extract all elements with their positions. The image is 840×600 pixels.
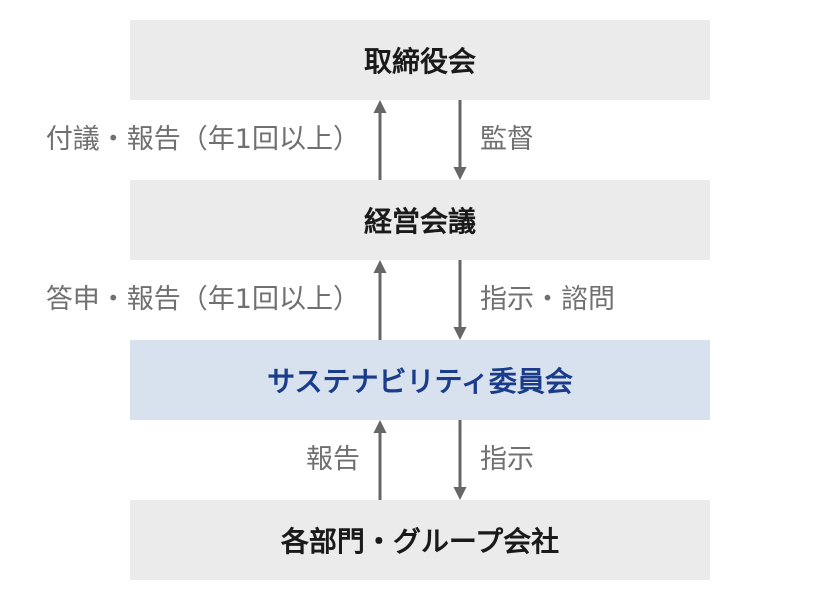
edge-label-mgmt-to-committee: 指示・諮問	[480, 284, 615, 315]
sustainability-committee-label: サステナビリティ委員会	[267, 365, 573, 398]
edge-label-depts-to-committee: 報告	[306, 444, 360, 475]
arrow-down-committee-to-depts	[453, 420, 467, 500]
departments-group-box: 各部門・グループ会社	[130, 500, 710, 580]
board-label: 取締役会	[363, 45, 476, 78]
edge-label-committee-to-mgmt: 答申・報告（年1回以上）	[45, 284, 360, 315]
departments-group-label: 各部門・グループ会社	[280, 525, 560, 558]
management-meeting-label: 経営会議	[363, 205, 476, 238]
arrow-down-mgmt-to-committee	[453, 260, 467, 340]
edge-label-committee-to-depts: 指示	[480, 444, 534, 475]
arrow-down-board-to-mgmt	[453, 100, 467, 180]
arrow-up-depts-to-committee	[373, 420, 387, 500]
board-box: 取締役会	[130, 20, 710, 100]
management-meeting-box: 経営会議	[130, 180, 710, 260]
edge-label-board-to-mgmt: 監督	[480, 124, 534, 155]
arrow-up-committee-to-mgmt	[373, 260, 387, 340]
edge-label-mgmt-to-board: 付議・報告（年1回以上）	[45, 124, 360, 155]
sustainability-committee-box: サステナビリティ委員会	[130, 340, 710, 420]
arrow-up-mgmt-to-board	[373, 100, 387, 180]
